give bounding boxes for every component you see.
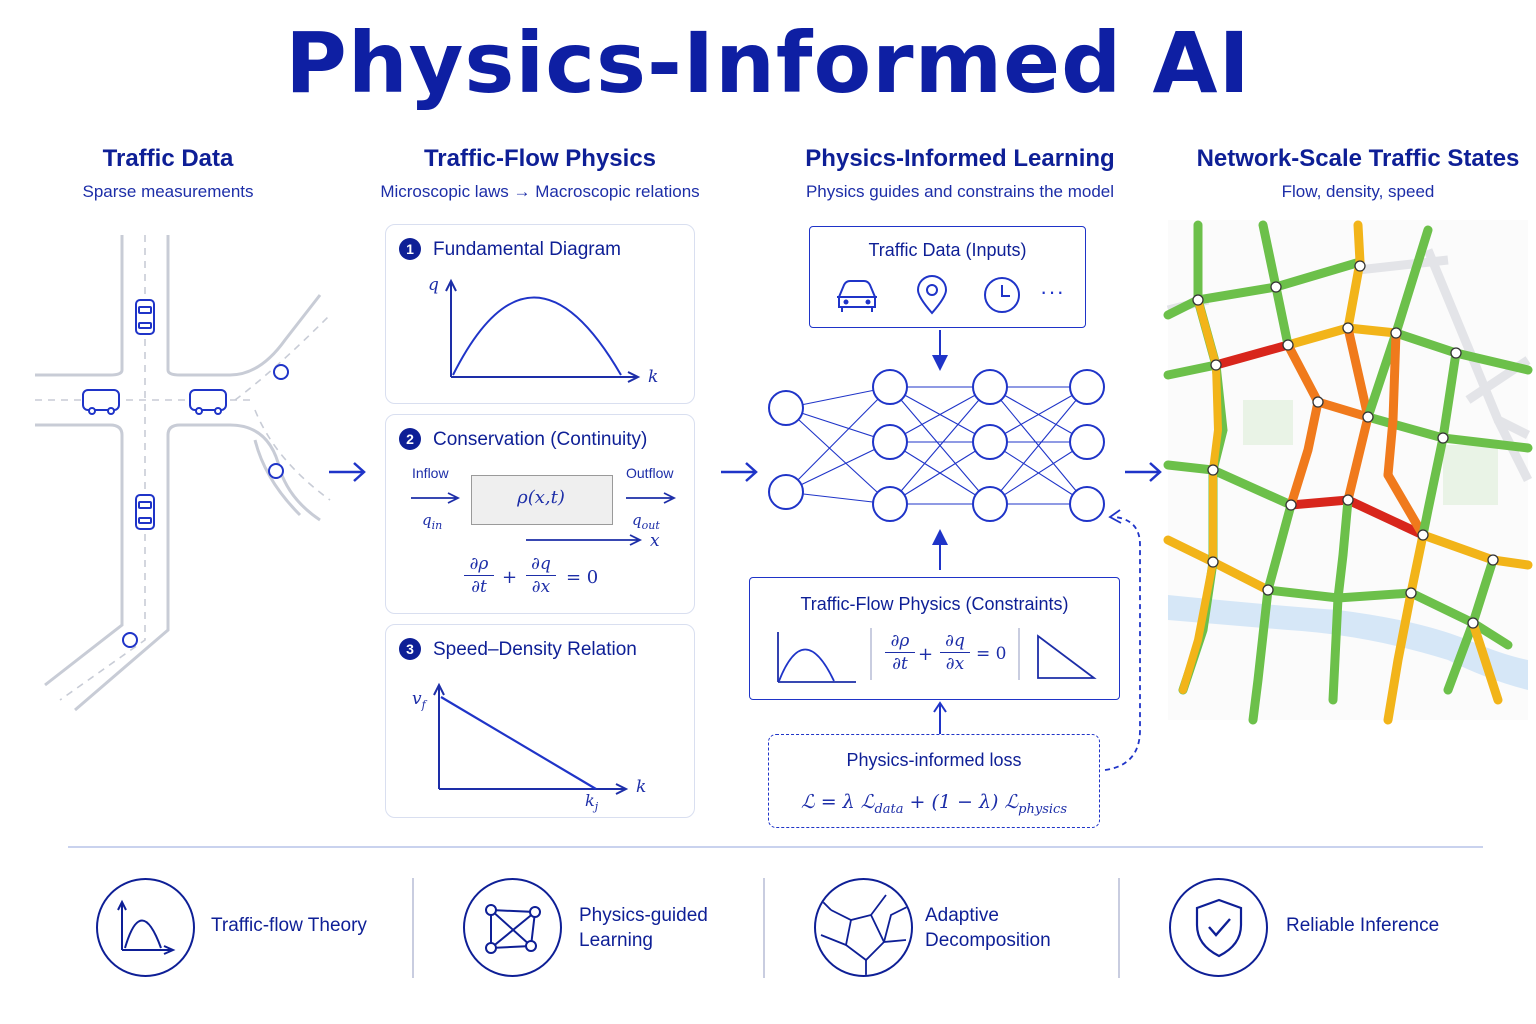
inflow-label: Inflow bbox=[412, 465, 449, 481]
step-number-badge: 2 bbox=[399, 428, 421, 450]
loss-title: Physics-informed loss bbox=[846, 750, 1022, 770]
feature-label-physics-guided-learning: Physics-guided Learning bbox=[579, 905, 708, 951]
column-title-traffic-flow-physics: Traffic-Flow Physics bbox=[423, 145, 657, 172]
ellipsis-icon: ··· bbox=[1040, 279, 1065, 304]
column-title-traffic-data: Traffic Data bbox=[102, 145, 234, 172]
fundamental-diagram-plot bbox=[445, 278, 641, 383]
jam-density-label: kj bbox=[585, 791, 599, 814]
vehicle-top-1 bbox=[135, 299, 155, 335]
flow-arrow bbox=[721, 462, 758, 482]
graph-network-icon bbox=[485, 904, 541, 954]
q-in-label: qin bbox=[422, 511, 443, 532]
river bbox=[1168, 595, 1528, 690]
feature-label-adaptive-decomposition: Adaptive Decomposition bbox=[925, 905, 1051, 951]
car-icon bbox=[837, 280, 877, 312]
intersection-illustration bbox=[35, 235, 331, 712]
loss-box: Physics-informed loss ℒ = λ ℒdata + (1 −… bbox=[768, 734, 1100, 828]
panel-fundamental-diagram: 1 Fundamental Diagram q k bbox=[385, 224, 695, 404]
feature-label-traffic-flow-theory: Traffic-flow Theory bbox=[211, 915, 367, 936]
sensor-point bbox=[273, 364, 289, 380]
constraint-term-drho-dt: ∂ρ∂t bbox=[885, 630, 915, 675]
axis-label-k: k bbox=[648, 367, 659, 387]
column-title-network-scale-states: Network-Scale Traffic States bbox=[1196, 145, 1520, 172]
clock-icon bbox=[984, 277, 1020, 313]
traffic-state-map bbox=[1163, 220, 1533, 725]
vehicle-center bbox=[189, 389, 227, 415]
page-title: Physics-Informed AI bbox=[285, 14, 1251, 112]
q-out-label: qout bbox=[632, 511, 660, 532]
vehicle-bottom bbox=[135, 494, 155, 530]
feature-icon-circle bbox=[463, 878, 562, 977]
speed-density-plot bbox=[433, 682, 629, 795]
conservation-arrows bbox=[411, 492, 677, 546]
inputs-title: Traffic Data (Inputs) bbox=[868, 240, 1027, 260]
location-pin-icon bbox=[916, 275, 948, 315]
feedback-arrow bbox=[1104, 509, 1141, 771]
feature-label-reliable-inference: Reliable Inference bbox=[1286, 915, 1440, 936]
network-connections bbox=[785, 386, 1088, 505]
panel-conservation: 2 Conservation (Continuity) Inflow Outflo… bbox=[385, 414, 695, 614]
column-subtitle-network-scale-states: Flow, density, speed bbox=[1281, 182, 1435, 201]
mini-fundamental-diagram-icon bbox=[777, 632, 856, 683]
neural-network bbox=[768, 330, 1105, 570]
column-title-physics-informed-learning: Physics-Informed Learning bbox=[805, 145, 1115, 172]
step-number-badge: 1 bbox=[399, 238, 421, 260]
panel-speed-density: 3 Speed–Density Relation vf k kj bbox=[385, 624, 695, 818]
constraint-term-dq-dx: ∂q∂x bbox=[940, 630, 970, 675]
traffic-nodes bbox=[1192, 260, 1499, 629]
column-subtitle-traffic-flow-physics: Microscopic laws → Macroscopic relations bbox=[380, 182, 700, 201]
domain-decomposition-icon bbox=[820, 894, 911, 975]
network-nodes bbox=[768, 369, 1105, 522]
column-subtitle-physics-informed-learning: Physics guides and constrains the model bbox=[805, 182, 1115, 201]
panel-title: 1 Fundamental Diagram bbox=[399, 238, 621, 261]
flow-arrow bbox=[1125, 462, 1162, 482]
axis-label-k: k bbox=[636, 777, 647, 797]
step-number-badge: 3 bbox=[399, 638, 421, 660]
density-label: ρ(x,t) bbox=[517, 487, 565, 508]
flow-arrow bbox=[329, 462, 366, 482]
equation-term-drho-dt: ∂ρ∂t bbox=[464, 553, 494, 598]
axis-label-q: q bbox=[428, 275, 439, 295]
shield-check-icon bbox=[1195, 898, 1243, 958]
arrow-loss-to-constraints bbox=[933, 701, 947, 734]
outflow-label: Outflow bbox=[626, 465, 674, 481]
panel-title-text: Fundamental Diagram bbox=[433, 239, 621, 260]
fundamental-diagram-icon bbox=[117, 899, 176, 955]
panel-title: 2 Conservation (Continuity) bbox=[399, 428, 647, 451]
constraints-title: Traffic-Flow Physics (Constraints) bbox=[800, 594, 1069, 614]
panel-title-text: Conservation (Continuity) bbox=[433, 429, 648, 450]
constraints-box: Traffic-Flow Physics (Constraints) ∂ρ∂t … bbox=[749, 577, 1120, 700]
section-divider bbox=[68, 846, 1483, 848]
panel-title: 3 Speed–Density Relation bbox=[399, 638, 637, 661]
free-flow-speed-label: vf bbox=[412, 689, 426, 712]
feature-icon-circle bbox=[814, 878, 913, 977]
column-subtitle-traffic-data: Sparse measurements bbox=[82, 182, 254, 201]
vehicle-left bbox=[82, 389, 120, 415]
loss-equation: ℒ = λ ℒdata + (1 − λ) ℒphysics bbox=[800, 791, 1067, 817]
equation-rhs: = 0 bbox=[566, 567, 599, 588]
inputs-box: Traffic Data (Inputs) ··· bbox=[809, 226, 1086, 328]
control-volume-box bbox=[471, 475, 613, 525]
constraint-rhs: = 0 bbox=[976, 644, 1007, 664]
constraint-plus: + bbox=[918, 644, 934, 665]
equation-term-dq-dx: ∂q∂x bbox=[526, 553, 556, 598]
sensor-point bbox=[268, 463, 284, 479]
equation-plus: + bbox=[502, 567, 518, 588]
feature-icon-circle bbox=[96, 878, 195, 977]
x-axis-label: x bbox=[650, 531, 660, 551]
sensor-point bbox=[122, 632, 138, 648]
feature-icon-circle bbox=[1169, 878, 1268, 977]
panel-title-text: Speed–Density Relation bbox=[433, 639, 637, 660]
mini-speed-density-icon bbox=[1037, 634, 1097, 679]
